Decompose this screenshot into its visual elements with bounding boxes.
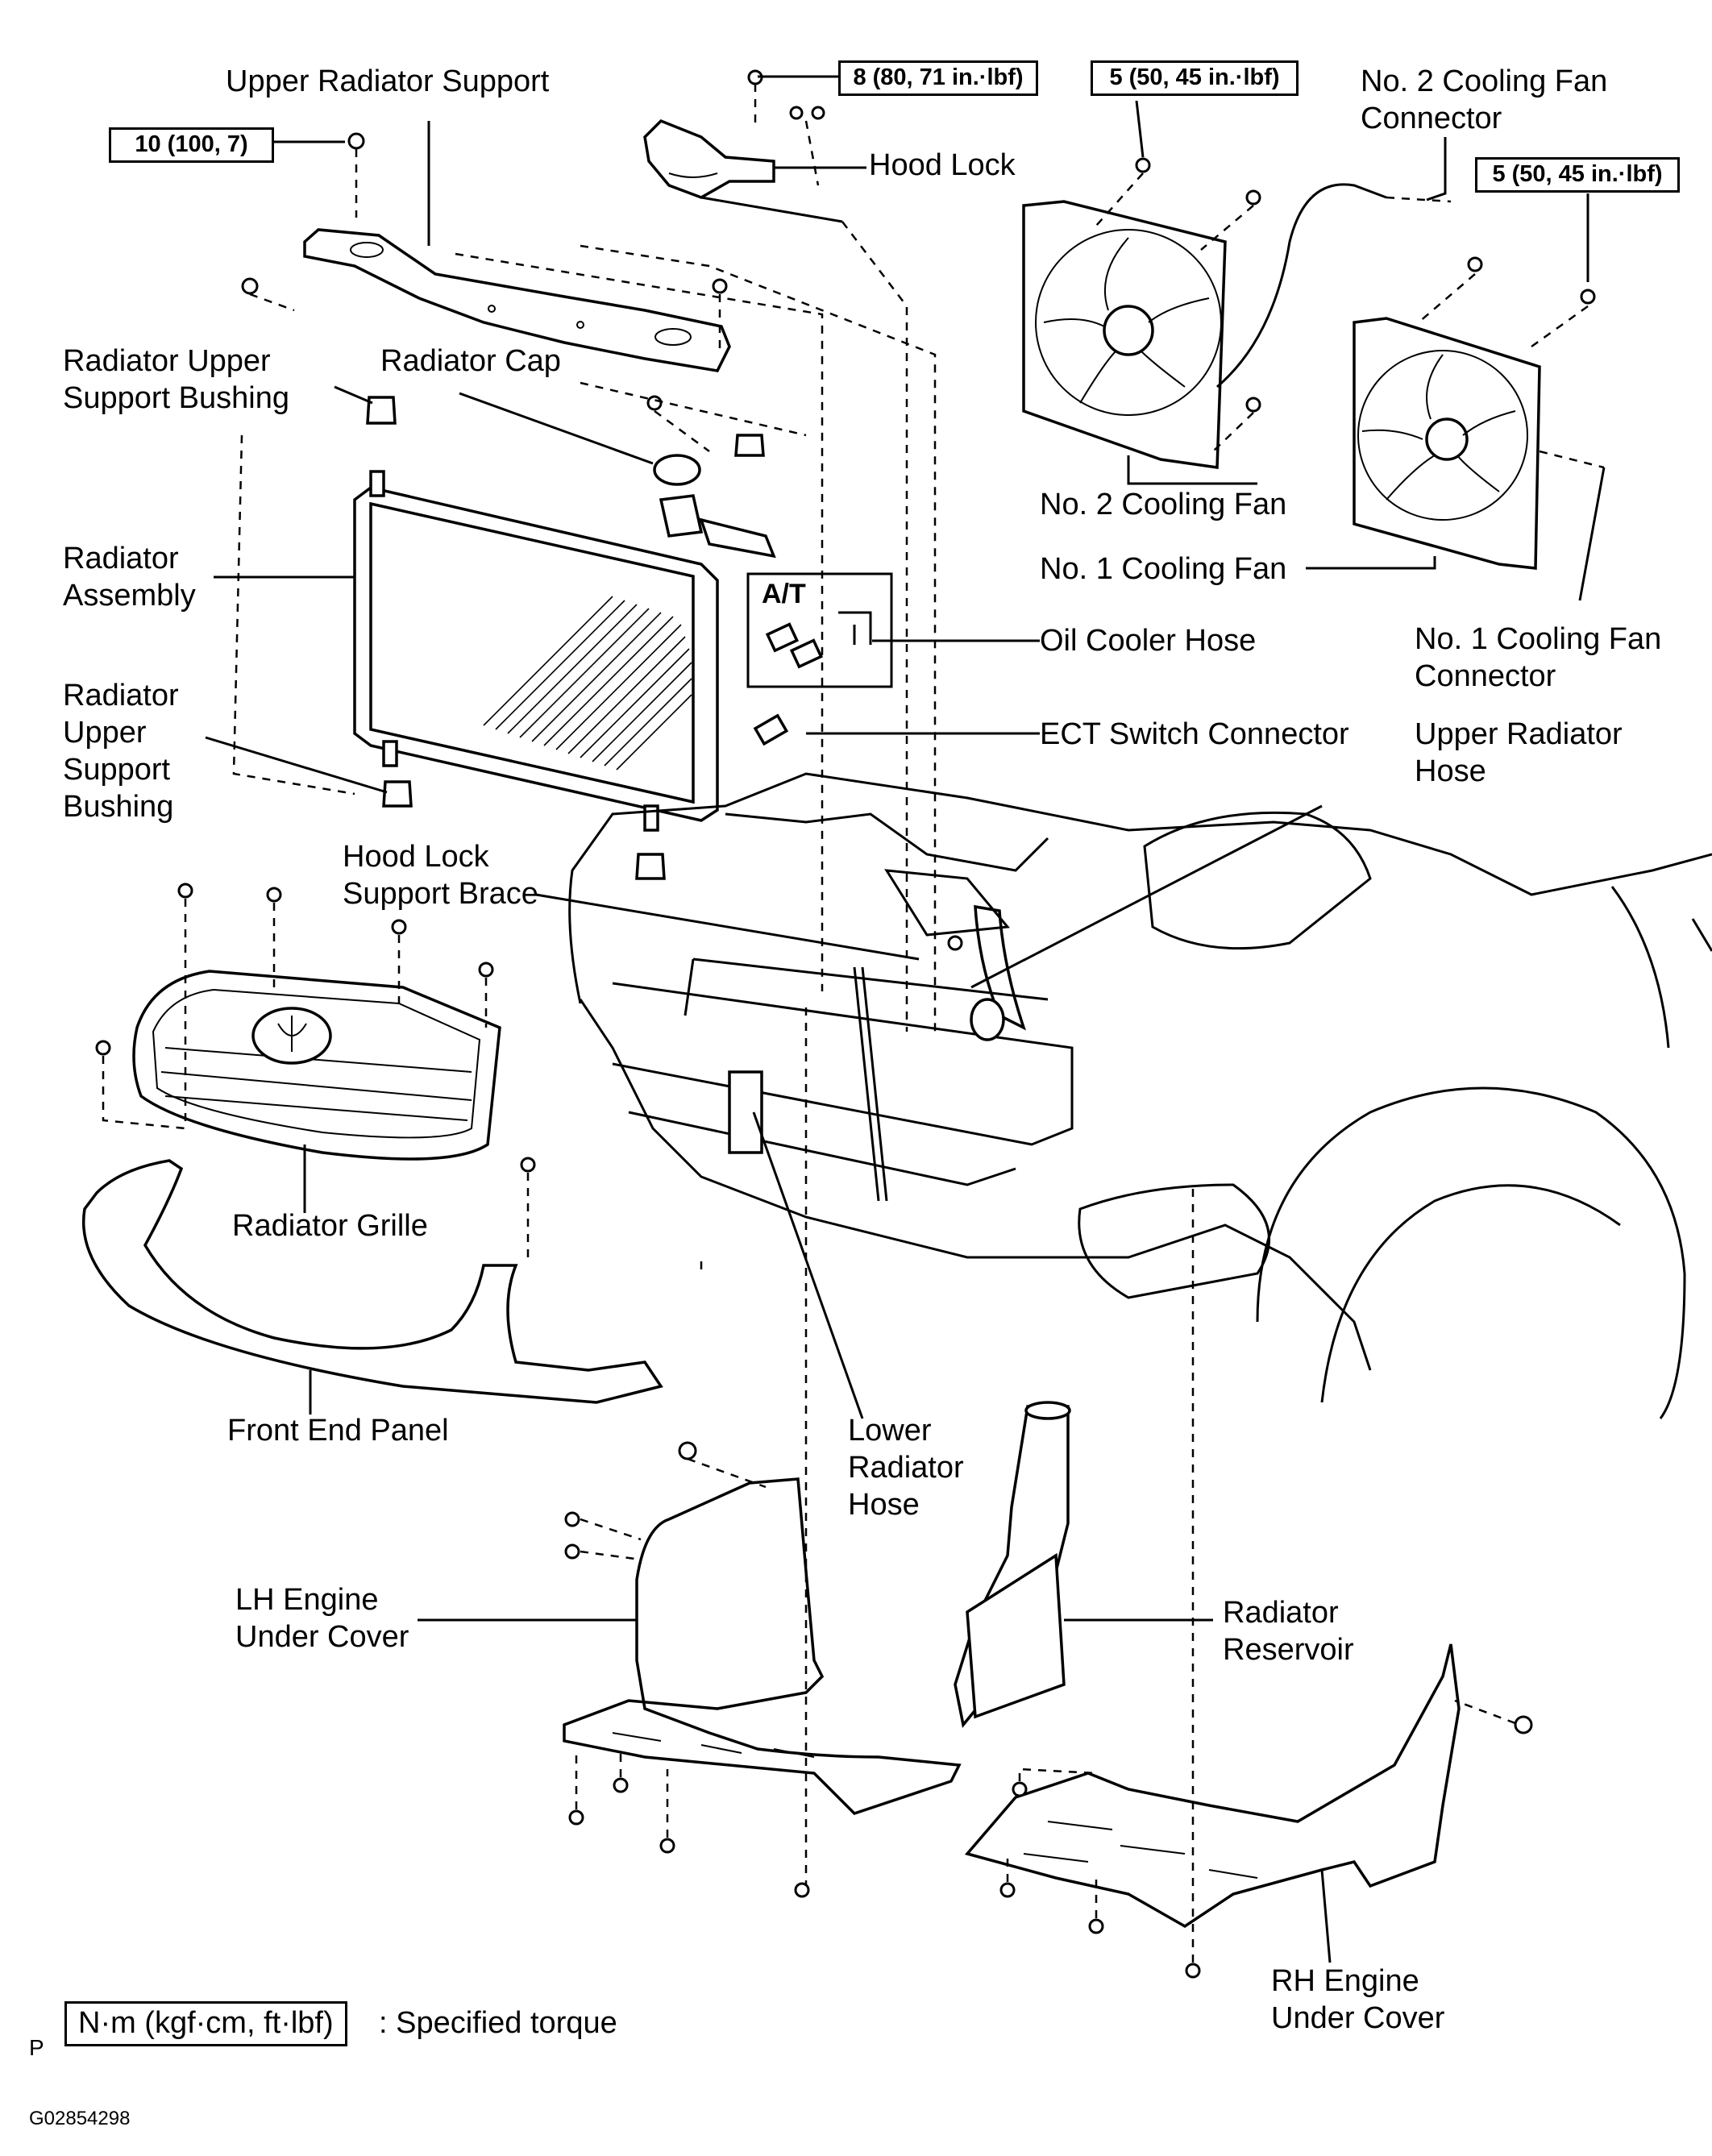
label-at: A/T: [762, 579, 806, 609]
no1-cooling-fan-part: [1353, 317, 1541, 570]
label-no1-cooling-fan: No. 1 Cooling Fan: [1040, 552, 1287, 586]
at-box: [746, 572, 893, 688]
upper-radiator-support-part: [303, 228, 731, 372]
bolts: [95, 69, 1596, 1979]
leader-lines: [205, 75, 1606, 1963]
label-radiator-grille: Radiator Grille: [232, 1209, 428, 1243]
lh-engine-under-cover-part: [563, 1477, 962, 1816]
torque-support-bolt: 10 (100, 7): [109, 127, 274, 163]
no2-cooling-fan-part: [1022, 183, 1387, 470]
legend-text: : Specified torque: [379, 2006, 617, 2040]
vehicle-body: [568, 772, 1712, 1419]
label-hood-lock: Hood Lock: [869, 148, 1016, 182]
label-radiator-upper-support-bushing-bottom: Radiator Upper Support Bushing: [63, 679, 179, 824]
label-no2-cooling-fan-connector: No. 2 Cooling Fan Connector: [1361, 64, 1608, 135]
label-lower-radiator-hose: Lower Radiator Hose: [848, 1414, 964, 1522]
label-lh-engine-under-cover: LH Engine Under Cover: [235, 1583, 409, 1654]
assembly-lines: [102, 84, 1605, 1963]
figure-id: G02854298: [29, 2108, 131, 2129]
rh-engine-under-cover-part: [964, 1643, 1461, 1929]
radiator-reservoir-part: [954, 1401, 1071, 1728]
legend-torque-box: N·m (kgf·cm, ft·lbf): [64, 2001, 347, 2046]
label-oil-cooler-hose: Oil Cooler Hose: [1040, 624, 1257, 658]
ect-switch-connector-part: [753, 713, 789, 746]
label-hood-lock-support-brace: Hood Lock Support Brace: [343, 840, 538, 911]
label-ect-switch-connector: ECT Switch Connector: [1040, 717, 1349, 751]
torque-hood-lock-bolt: 8 (80, 71 in.·lbf): [838, 60, 1038, 96]
label-front-end-panel: Front End Panel: [227, 1414, 449, 1448]
label-upper-radiator-hose: Upper Radiator Hose: [1415, 717, 1623, 788]
front-end-panel-part: [82, 1159, 663, 1404]
label-radiator-reservoir: Radiator Reservoir: [1223, 1596, 1354, 1667]
page-letter: P: [29, 2035, 44, 2060]
label-radiator-cap: Radiator Cap: [380, 344, 561, 378]
label-upper-radiator-support: Upper Radiator Support: [226, 64, 550, 98]
radiator-grille-part: [132, 970, 501, 1161]
label-rh-engine-under-cover: RH Engine Under Cover: [1271, 1964, 1445, 2035]
torque-fan2-bolt: 5 (50, 45 in.·lbf): [1091, 60, 1299, 96]
hood-lock-part: [643, 118, 843, 223]
torque-fan1-bolt: 5 (50, 45 in.·lbf): [1475, 157, 1680, 193]
oil-cooler-hose-part: [765, 611, 872, 669]
label-radiator-assembly: Radiator Assembly: [63, 542, 196, 613]
label-no1-cooling-fan-connector: No. 1 Cooling Fan Connector: [1415, 622, 1662, 693]
bushings-and-cap: [366, 396, 765, 880]
radiator-assembly-part: [353, 470, 776, 832]
label-no2-cooling-fan: No. 2 Cooling Fan: [1040, 488, 1287, 521]
label-radiator-upper-support-bushing-top: Radiator Upper Support Bushing: [63, 344, 289, 415]
